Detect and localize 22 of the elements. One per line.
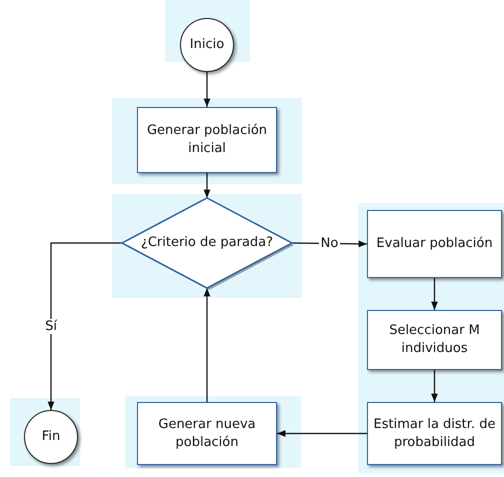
process-box bbox=[367, 310, 502, 370]
process-box bbox=[137, 107, 277, 173]
node-label: Evaluar población bbox=[376, 235, 493, 253]
process-box bbox=[367, 402, 502, 465]
process-box bbox=[137, 402, 277, 465]
node-label: Generar nueva población bbox=[157, 416, 257, 452]
arrow bbox=[431, 278, 438, 310]
arrow bbox=[204, 72, 210, 107]
edge-label: Sí bbox=[43, 319, 59, 334]
node-label: Seleccionar M individuos bbox=[388, 322, 481, 358]
node-label: Estimar la distr. de probabilidad bbox=[372, 416, 496, 452]
node-label: Inicio bbox=[190, 36, 224, 54]
node-label: Fin bbox=[42, 428, 60, 446]
arrow bbox=[204, 288, 210, 402]
process-box bbox=[367, 210, 502, 278]
arrow bbox=[431, 370, 438, 402]
decision-diamond bbox=[122, 198, 292, 288]
node-label: Generar población inicial bbox=[146, 122, 268, 158]
arrow bbox=[48, 242, 122, 410]
arrow bbox=[204, 173, 210, 198]
arrow bbox=[277, 430, 367, 437]
node-label: ¿Criterio de parada? bbox=[140, 234, 274, 252]
